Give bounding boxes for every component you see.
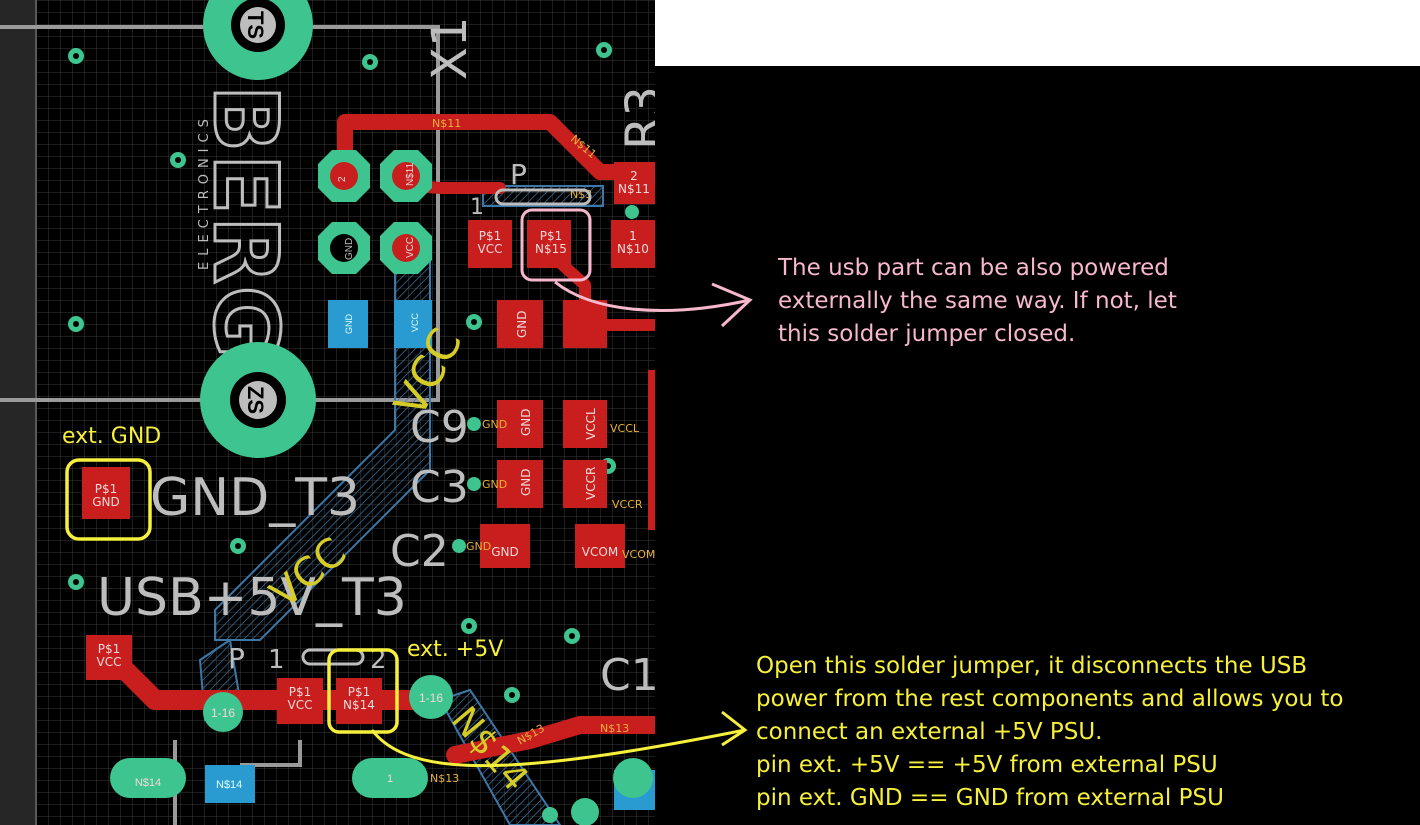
svg-text:1: 1 — [387, 773, 393, 785]
svg-text:VCC: VCC — [478, 242, 503, 256]
solder-jumper-note: Open this solder jumper, it disconnects … — [756, 650, 1343, 815]
svg-text:2: 2 — [337, 176, 348, 182]
svg-text:VCCL: VCCL — [584, 408, 598, 440]
svg-text:P: P — [510, 158, 527, 191]
svg-text:P: P — [228, 642, 245, 675]
svg-text:GND: GND — [344, 238, 355, 260]
svg-text:GND: GND — [344, 314, 354, 335]
svg-text:2: 2 — [630, 169, 638, 183]
svg-text:VCCR: VCCR — [612, 498, 643, 511]
svg-text:P$1: P$1 — [479, 229, 502, 243]
through-vias: 1-16 1-16 N$14 1 — [110, 675, 653, 825]
silk-c2: C2 — [390, 526, 449, 577]
berg-logo: BERG ELECTRONICS — [193, 84, 299, 362]
silk-c3: C3 — [410, 462, 469, 513]
logo-subtitle: ELECTRONICS — [197, 113, 212, 270]
svg-text:GND: GND — [515, 310, 529, 338]
svg-text:GND: GND — [519, 408, 533, 436]
pcb-layout-view[interactable]: BERG ELECTRONICS TS ZS — [0, 0, 655, 825]
svg-text:1: 1 — [629, 229, 637, 243]
svg-text:N$11: N$11 — [618, 182, 650, 196]
svg-text:GND: GND — [482, 418, 507, 431]
usb-power-note: The usb part can be also powered externa… — [778, 252, 1177, 351]
usb-note-arrow — [554, 280, 751, 312]
jumper-note-line: pin ext. GND == GND from external PSU — [756, 785, 1224, 811]
mounting-holes: TS ZS — [200, 0, 316, 458]
jumper-upper-pad-label: P$1 — [540, 229, 563, 243]
svg-text:N$14: N$14 — [135, 777, 161, 789]
svg-text:N$13: N$13 — [430, 772, 459, 785]
svg-text:P$1: P$1 — [98, 642, 121, 656]
svg-text:VCOM: VCOM — [582, 545, 618, 559]
jumper-note-line: power from the rest components and allow… — [756, 686, 1344, 712]
svg-text:N$13: N$13 — [600, 722, 629, 735]
silk-usb5v-t3: USB+5V_T3 — [97, 568, 407, 628]
silk-c1: C1 — [600, 650, 655, 701]
svg-text:1-16: 1-16 — [419, 691, 443, 705]
svg-text:GND: GND — [491, 545, 519, 559]
silk-r3: R3 — [616, 86, 655, 150]
jumper-lower-pad-label: P$1 — [348, 685, 371, 699]
svg-text:GND: GND — [519, 468, 533, 496]
header-pins: 2 N$11 GND VCC — [318, 150, 432, 274]
silk-c9: C9 — [410, 402, 469, 453]
svg-text:VCC: VCC — [405, 237, 416, 258]
hole-label-zs: ZS — [243, 386, 268, 414]
svg-text:VCC: VCC — [97, 655, 122, 669]
svg-text:GND: GND — [466, 540, 491, 553]
ext-5v-highlight — [327, 648, 399, 734]
svg-text:1: 1 — [268, 645, 285, 675]
usb-note-line: this solder jumper closed. — [778, 321, 1076, 347]
usb-note-line: The usb part can be also powered — [778, 255, 1169, 281]
svg-text:N$10: N$10 — [617, 242, 649, 256]
jumper-note-arrowhead — [721, 710, 748, 747]
svg-text:1: 1 — [470, 195, 484, 220]
svg-text:VCOM: VCOM — [622, 548, 655, 561]
ext-gnd-label: ext. GND — [62, 424, 162, 449]
usb-note-arrowhead — [711, 282, 753, 328]
usb-note-line: externally the same way. If not, let — [778, 288, 1177, 314]
svg-text:VCC: VCC — [288, 698, 313, 712]
board-left-edge — [0, 0, 36, 825]
smd-pads — [82, 162, 655, 724]
svg-text:VCC: VCC — [410, 312, 420, 332]
svg-text:GND: GND — [482, 478, 507, 491]
hole-label-ts: TS — [243, 11, 268, 39]
jumper-note-line: pin ext. +5V == +5V from external PSU — [756, 752, 1218, 778]
usb-jumper-highlight — [520, 208, 592, 282]
svg-text:N$14: N$14 — [216, 779, 242, 791]
svg-text:GND: GND — [92, 495, 120, 509]
svg-text:N$11: N$11 — [405, 162, 416, 186]
silk-gnd-t3: GND_T3 — [150, 468, 360, 528]
ext-gnd-highlight — [65, 458, 152, 541]
jumper-note-line: Open this solder jumper, it disconnects … — [756, 653, 1308, 679]
logo-text: BERG — [194, 85, 297, 360]
svg-text:N$14: N$14 — [343, 698, 375, 712]
ext-5v-label: ext. +5V — [407, 637, 504, 662]
svg-text:N$15: N$15 — [535, 242, 567, 256]
svg-text:2: 2 — [370, 645, 387, 675]
blank-area — [655, 0, 1420, 66]
jumper-note-line: connect an external +5V PSU. — [756, 719, 1103, 745]
ext-gnd-pad-label: P$1 — [95, 482, 118, 496]
svg-text:1-16: 1-16 — [211, 706, 235, 720]
svg-text:VCCR: VCCR — [584, 467, 598, 500]
silk-x1: X1 — [422, 17, 478, 80]
svg-text:VCCL: VCCL — [610, 422, 640, 435]
svg-text:N$11: N$11 — [432, 117, 461, 130]
jumper-note-arrow — [370, 728, 746, 768]
svg-text:P$1: P$1 — [289, 685, 312, 699]
